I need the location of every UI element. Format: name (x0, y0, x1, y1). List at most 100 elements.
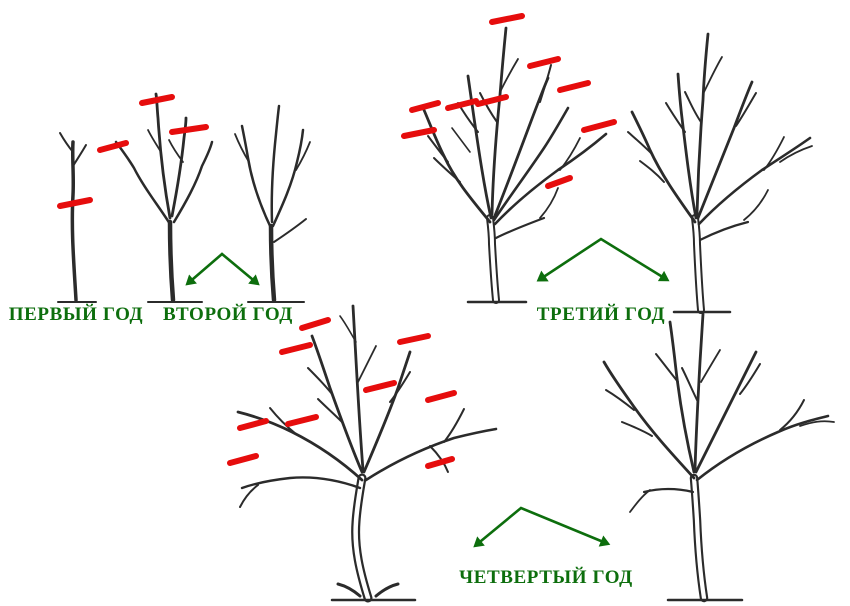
branch (240, 124, 273, 230)
branch (697, 136, 812, 226)
cut-mark (409, 100, 441, 113)
twig (655, 353, 679, 383)
trunk (268, 223, 277, 303)
cut-mark (299, 317, 331, 331)
twig (639, 160, 665, 183)
twig (429, 445, 449, 473)
twig (389, 371, 411, 403)
branch (310, 334, 364, 474)
branch (466, 74, 493, 220)
twig (239, 484, 259, 508)
twig (499, 58, 519, 93)
twig (703, 56, 723, 93)
branch (676, 72, 698, 220)
branch (273, 218, 307, 243)
branch (698, 220, 750, 242)
cut-mark (139, 94, 175, 106)
twig (539, 64, 552, 103)
branch (490, 26, 508, 216)
label-year3: ТРЕТИЙ ГОД (537, 303, 665, 325)
cut-marks-year3 (401, 13, 617, 189)
branch (362, 350, 412, 474)
cut-mark (285, 414, 319, 427)
branch (668, 320, 696, 474)
branch (270, 104, 281, 224)
twig (779, 399, 805, 431)
twig (234, 133, 250, 163)
twig (269, 407, 297, 435)
twig (339, 315, 357, 343)
branch (694, 350, 758, 474)
trunk (70, 140, 78, 302)
cut-marks-year2 (97, 94, 209, 153)
cut-mark (227, 453, 259, 466)
branch (695, 414, 830, 482)
branch (364, 427, 498, 482)
twig (700, 349, 721, 383)
arrow-lines (543, 237, 663, 278)
branch (695, 32, 710, 216)
cut-mark (445, 98, 479, 111)
cut-mark (397, 333, 431, 345)
tree-year4-pruned (236, 304, 498, 603)
arrowhead-left (185, 274, 197, 286)
arrowhead-right (248, 274, 260, 286)
twig (317, 398, 343, 423)
trunk (167, 219, 176, 303)
branch (492, 106, 570, 222)
arrowhead-left (536, 270, 549, 282)
arrow-year3 (536, 237, 670, 282)
arrow-lines (479, 506, 603, 543)
cut-mark (557, 80, 591, 93)
cut-mark (57, 197, 93, 209)
branch (172, 140, 214, 224)
twig (681, 367, 699, 403)
twig (559, 137, 581, 171)
cut-mark (489, 13, 525, 25)
twig (443, 408, 465, 443)
cut-mark (581, 119, 617, 133)
twig (605, 389, 635, 411)
cut-mark (545, 175, 573, 189)
twig (539, 187, 559, 219)
branch (240, 476, 362, 490)
cut-mark (527, 56, 561, 69)
cut-mark (425, 390, 457, 403)
cut-mark (279, 342, 313, 355)
branch (693, 312, 705, 472)
label-year2: ВТОРОЙ ГОД (163, 303, 293, 325)
branch (114, 140, 172, 226)
trunk-core (693, 216, 703, 312)
branch (170, 116, 188, 218)
branch (630, 110, 697, 224)
cut-mark (169, 124, 209, 135)
arrowhead-left (473, 536, 485, 548)
cut-mark (97, 140, 129, 153)
cut-mark (425, 456, 455, 469)
twig (168, 139, 184, 163)
cut-marks-year4 (227, 317, 457, 469)
cut-mark (237, 418, 269, 431)
twig (433, 157, 461, 183)
cut-mark (401, 127, 437, 139)
twig (479, 92, 498, 123)
twig (629, 489, 651, 513)
twig (684, 91, 702, 123)
twig (357, 345, 377, 383)
arrow-year2 (185, 252, 260, 286)
twig (147, 129, 162, 153)
cut-mark (475, 94, 509, 107)
branch (493, 132, 608, 226)
twig (427, 135, 449, 163)
root-flare (374, 582, 400, 598)
cut-marks-year1 (57, 197, 93, 209)
twig (451, 127, 471, 153)
label-year1: ПЕРВЫЙ ГОД (9, 303, 143, 325)
arrowhead-right (657, 270, 670, 282)
branch (271, 128, 305, 228)
tree-year1-sapling (57, 132, 97, 303)
twig (665, 102, 686, 133)
